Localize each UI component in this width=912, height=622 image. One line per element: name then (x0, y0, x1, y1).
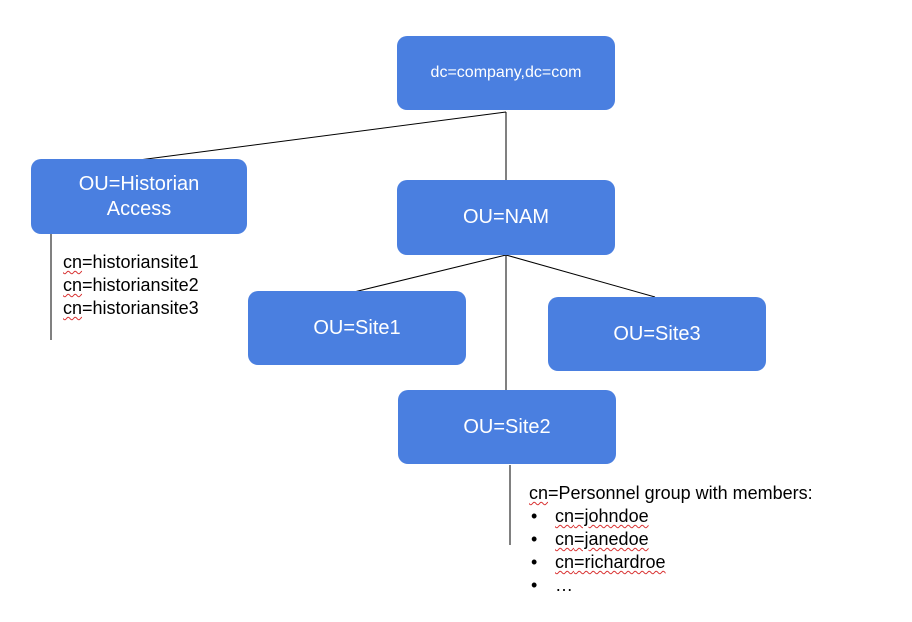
node-historian-label-line1: OU=Historian (78, 172, 200, 195)
node-site1-label: OU=Site1 (313, 316, 401, 339)
node-ou-nam[interactable]: OU=NAM (397, 180, 615, 255)
node-ou-site2[interactable]: OU=Site2 (398, 390, 616, 464)
node-ou-historian-access[interactable]: OU=Historian Access (31, 159, 247, 234)
historian-members-list: cn=historiansite1 cn=historiansite2 cn=h… (63, 251, 199, 320)
list-item: … (529, 574, 813, 597)
node-ou-site1[interactable]: OU=Site1 (248, 291, 466, 365)
node-nam-label: OU=NAM (462, 206, 550, 228)
list-item: cn=johndoe (529, 505, 813, 528)
edge-nam-site1 (353, 254, 507, 293)
group-members: cn=johndoe cn=janedoe cn=richardroe … (529, 505, 813, 597)
edge-root-historian (138, 111, 507, 161)
group-heading: cn=Personnel group with members: (529, 483, 813, 503)
list-item: cn=historiansite1 (63, 252, 199, 272)
node-root-label: dc=company,dc=com (430, 64, 582, 81)
list-item: cn=richardroe (529, 551, 813, 574)
list-item: cn=historiansite2 (63, 275, 199, 295)
node-ou-site3[interactable]: OU=Site3 (548, 297, 766, 371)
node-historian-label-line2: Access (106, 197, 172, 220)
node-site3-label: OU=Site3 (613, 322, 701, 345)
edge-nam-site3 (505, 254, 656, 298)
node-site2-label: OU=Site2 (463, 415, 551, 438)
list-item: cn=historiansite3 (63, 298, 199, 318)
node-root-dc[interactable]: dc=company,dc=com (397, 36, 615, 110)
site2-group-list: cn=Personnel group with members: cn=john… (529, 482, 813, 597)
list-item: cn=janedoe (529, 528, 813, 551)
